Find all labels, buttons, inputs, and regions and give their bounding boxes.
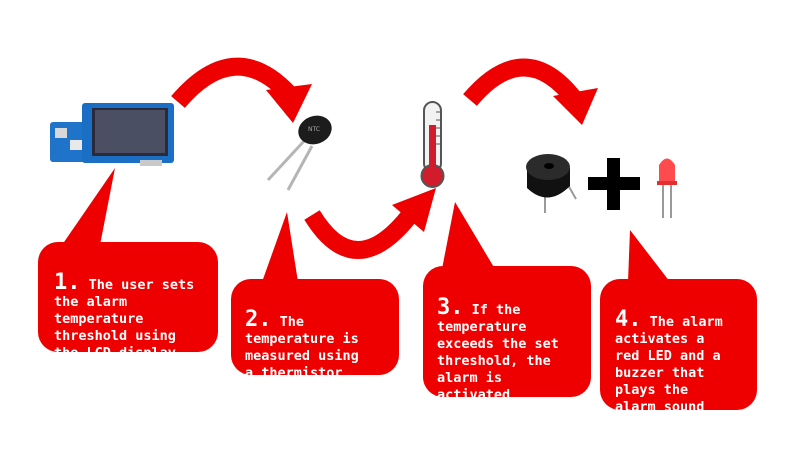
bubble-1 bbox=[38, 168, 218, 352]
step-number: 2. bbox=[245, 307, 272, 332]
red-led-icon bbox=[657, 158, 677, 218]
svg-text:NTC: NTC bbox=[308, 126, 320, 133]
step-first-line: The user sets bbox=[88, 277, 195, 293]
step-first-line: The bbox=[279, 314, 305, 330]
bubble-3 bbox=[423, 202, 591, 397]
curved-arrow-icon bbox=[463, 58, 598, 125]
buzzer-icon bbox=[526, 154, 577, 213]
curved-arrow-icon bbox=[171, 57, 312, 123]
step-rest: activates a red LED and a buzzer that pl… bbox=[615, 331, 721, 415]
step-number: 1. bbox=[54, 270, 81, 295]
plus-icon bbox=[588, 158, 640, 210]
step-number: 3. bbox=[437, 295, 464, 320]
step-first-line: If the bbox=[471, 302, 521, 318]
bubble-2 bbox=[231, 212, 399, 375]
thermistor-icon: NTC bbox=[266, 115, 332, 191]
step-rest: the alarm temperature threshold using th… bbox=[54, 294, 176, 361]
step-rest: temperature is measured using a thermist… bbox=[245, 331, 359, 381]
lcd-board-icon bbox=[50, 103, 174, 166]
step-rest: temperature exceeds the set threshold, t… bbox=[437, 319, 559, 403]
thermometer-icon bbox=[420, 101, 445, 188]
bubble-4 bbox=[600, 230, 757, 410]
step-first-line: The alarm bbox=[649, 314, 723, 330]
step-number: 4. bbox=[615, 307, 642, 332]
curved-arrow-icon bbox=[304, 188, 436, 259]
